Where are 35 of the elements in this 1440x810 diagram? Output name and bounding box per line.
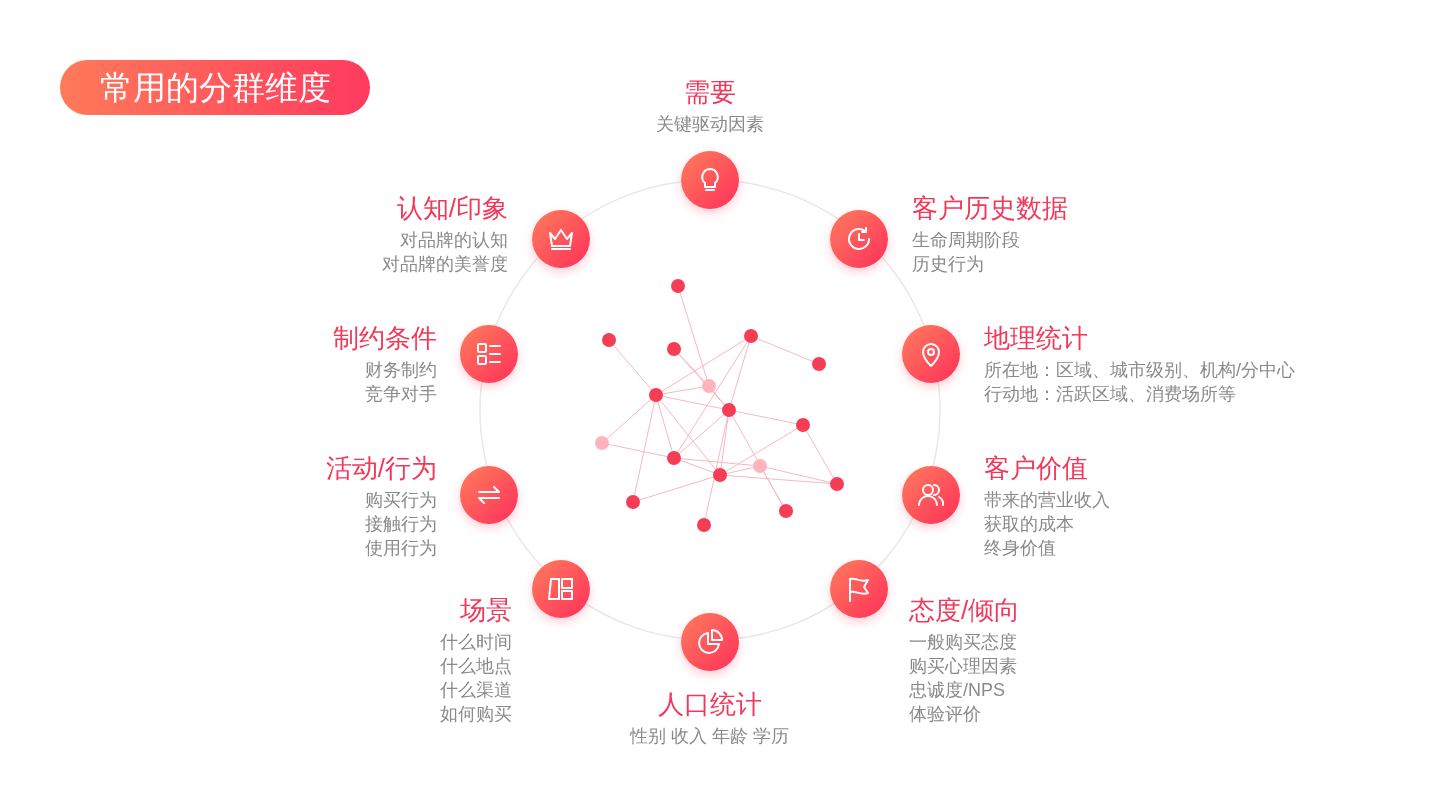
- category-heading: 态度/倾向: [909, 595, 1021, 625]
- description-text: 购买心理因素: [909, 655, 1017, 677]
- category-heading: 需要: [684, 77, 736, 107]
- description-text: 带来的营业收入: [984, 489, 1110, 511]
- category-heading: 活动/行为: [325, 453, 437, 483]
- category-heading: 认知/印象: [396, 193, 508, 223]
- description-text: 接触行为: [365, 513, 437, 535]
- description-text: 终身价值: [984, 537, 1056, 559]
- description-text: 对品牌的认知: [400, 229, 508, 251]
- category-heading: 客户历史数据: [912, 193, 1068, 223]
- description-text: 对品牌的美誉度: [382, 253, 508, 275]
- description-text: 忠诚度/NPS: [909, 679, 1005, 701]
- category-heading: 人口统计: [658, 689, 762, 719]
- description-text: 什么时间: [440, 631, 512, 653]
- category-heading: 客户价值: [984, 453, 1088, 483]
- title-banner: 常用的分群维度: [60, 60, 370, 115]
- description-text: 使用行为: [365, 537, 437, 559]
- description-text: 竞争对手: [365, 383, 437, 405]
- description-text: 购买行为: [365, 489, 437, 511]
- description-text: 性别 收入 年龄 学历: [630, 725, 790, 747]
- category-heading: 场景: [460, 595, 512, 625]
- description-text: 体验评价: [909, 703, 981, 725]
- category-heading: 地理统计: [984, 323, 1088, 353]
- description-text: 获取的成本: [984, 513, 1074, 535]
- description-text: 一般购买态度: [909, 631, 1017, 653]
- description-text: 什么渠道: [440, 679, 512, 701]
- description-text: 什么地点: [440, 655, 512, 677]
- description-text: 关键驱动因素: [656, 113, 764, 135]
- category-heading: 制约条件: [333, 323, 437, 353]
- description-text: 生命周期阶段: [912, 229, 1020, 251]
- description-text: 如何购买: [440, 703, 512, 725]
- description-text: 所在地：区域、城市级别、机构/分中心: [984, 359, 1295, 381]
- description-text: 行动地：活跃区域、消费场所等: [984, 383, 1236, 405]
- description-text: 财务制约: [365, 359, 437, 381]
- description-text: 历史行为: [912, 253, 984, 275]
